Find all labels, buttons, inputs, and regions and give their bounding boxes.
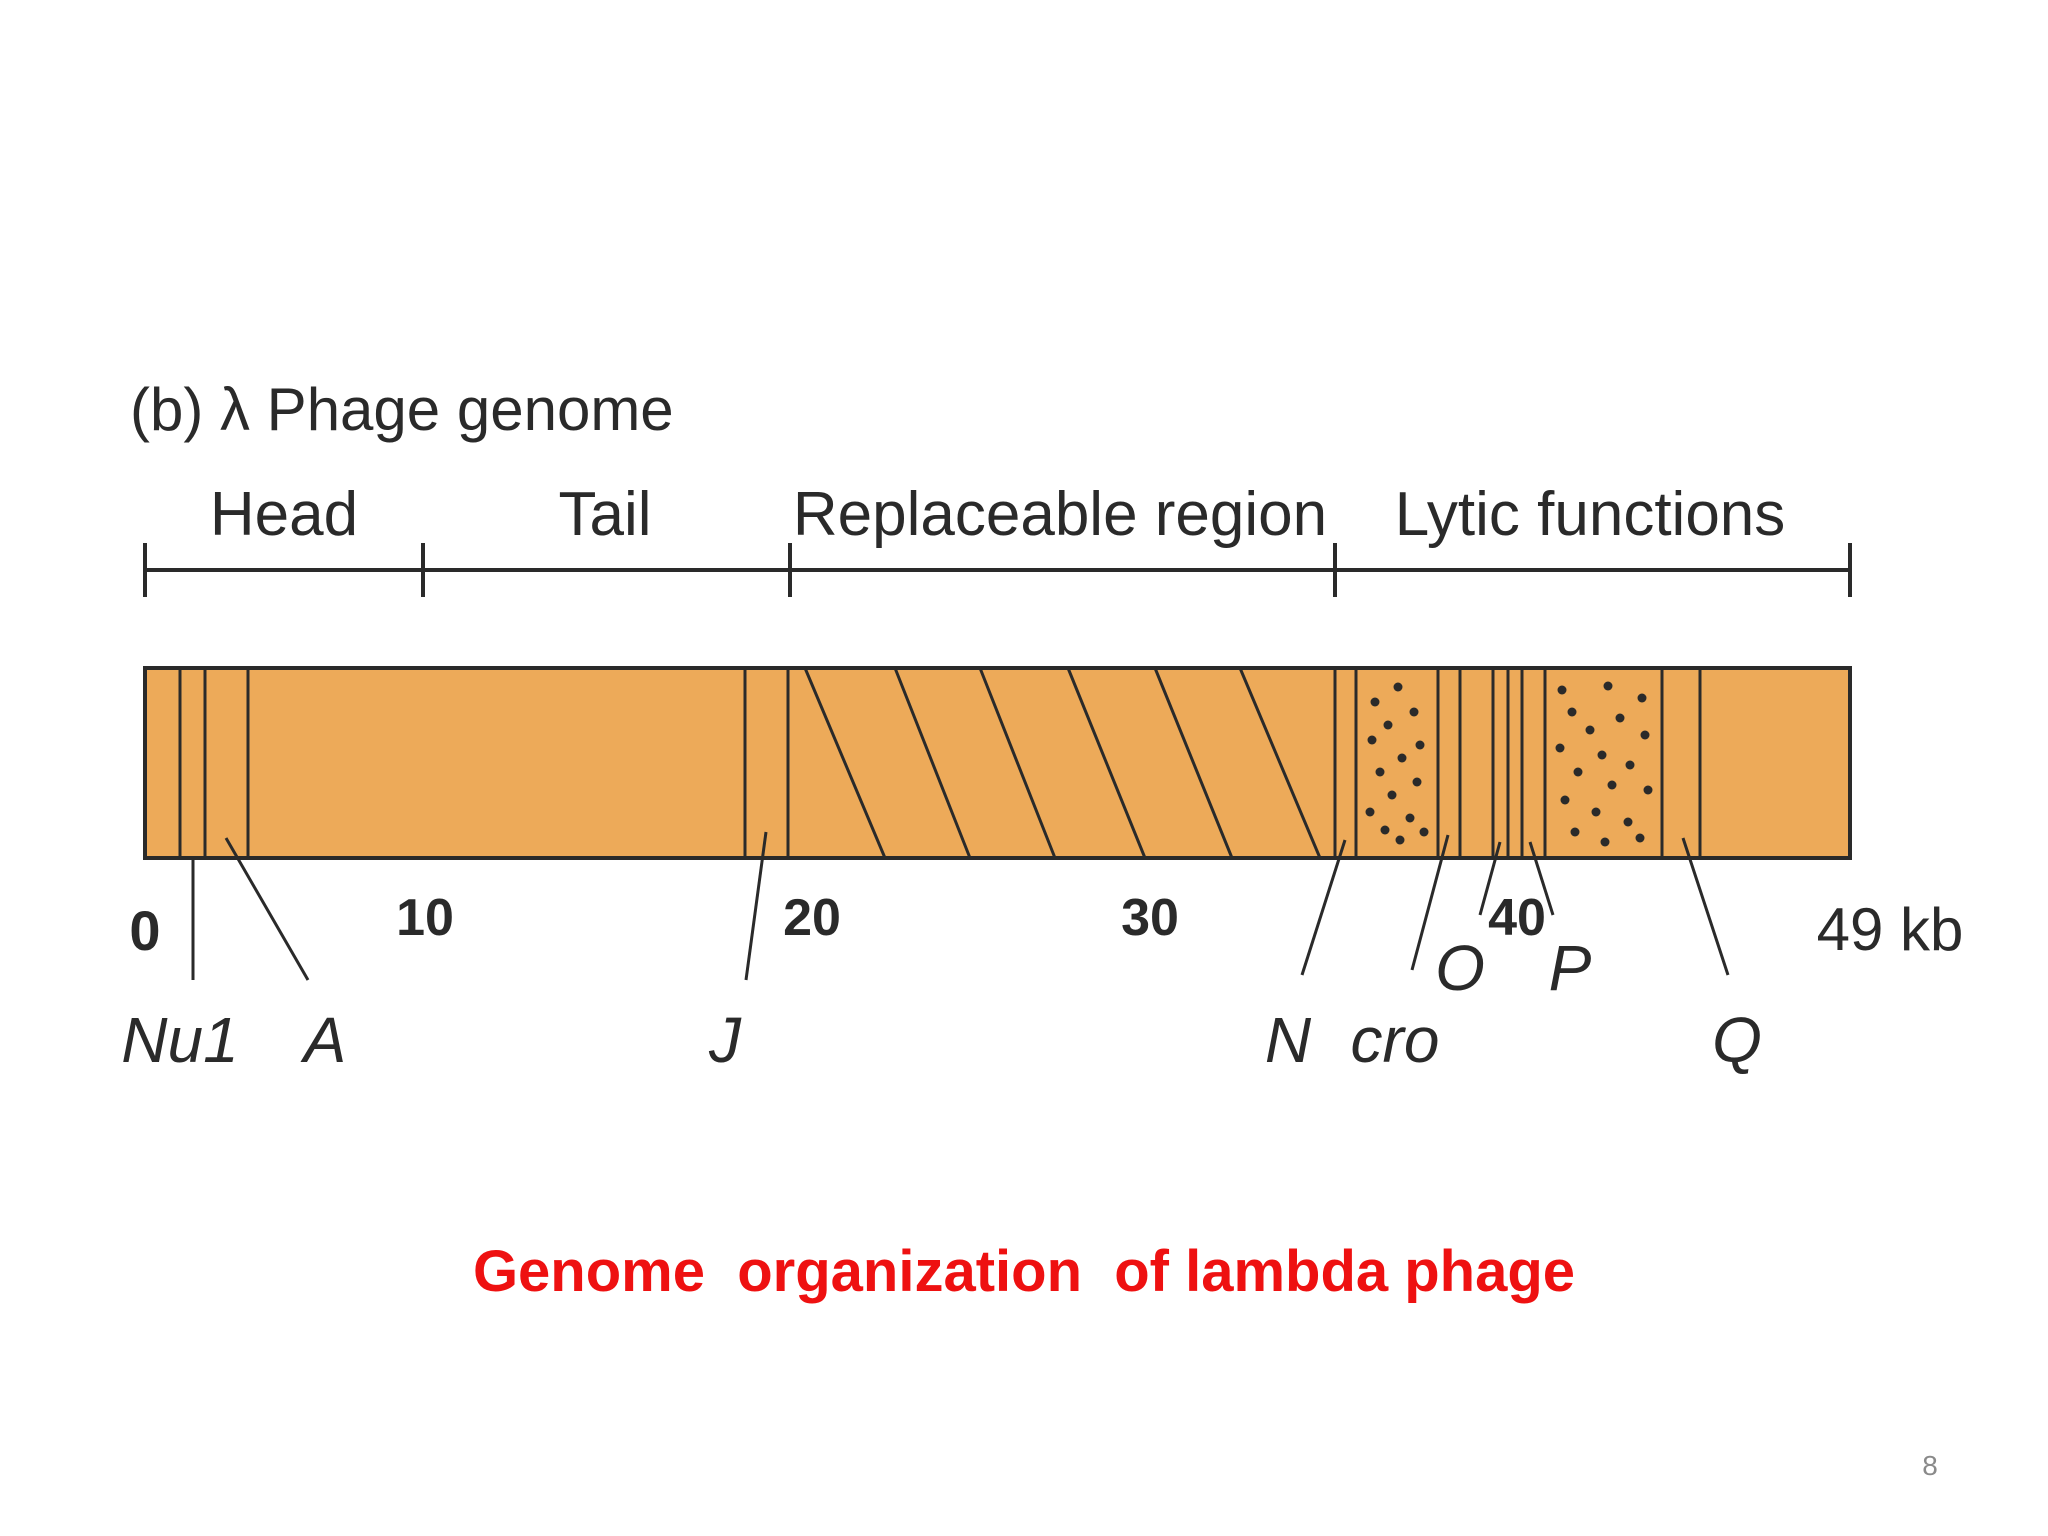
pointer-n bbox=[1300, 839, 1347, 976]
region-ruler bbox=[143, 543, 1852, 597]
hatch-line bbox=[1066, 667, 1147, 859]
tick-label-0: 0 bbox=[129, 899, 160, 962]
gene-label-nu1: Nu1 bbox=[121, 1004, 238, 1076]
pointer-p bbox=[1528, 841, 1555, 916]
stipple-block-left bbox=[1365, 682, 1429, 845]
pointer-j bbox=[744, 831, 768, 981]
gene-label-cro: cro bbox=[1351, 1004, 1440, 1076]
region-label-head: Head bbox=[210, 480, 358, 549]
gene-label-o: O bbox=[1435, 932, 1485, 1004]
genome-bar bbox=[143, 666, 1852, 860]
stipple-block-right bbox=[1555, 681, 1653, 847]
figure-title: (b) λ Phage genome bbox=[130, 376, 674, 443]
region-label-lytic: Lytic functions bbox=[1395, 480, 1786, 549]
tick-label-30: 30 bbox=[1121, 889, 1179, 947]
tick-label-10: 10 bbox=[396, 889, 454, 947]
hatch-line bbox=[1153, 667, 1234, 859]
hatch-line bbox=[1238, 667, 1322, 859]
gene-label-a: A bbox=[300, 1004, 347, 1076]
page-number: 8 bbox=[1922, 1450, 1938, 1481]
gene-label-p: P bbox=[1549, 932, 1592, 1004]
pointer-o bbox=[1478, 841, 1502, 916]
pointer-cro bbox=[1410, 834, 1450, 971]
tick-label-49kb: 49 kb bbox=[1817, 896, 1964, 963]
hatch-line bbox=[978, 667, 1057, 859]
pointer-a bbox=[224, 837, 310, 981]
region-label-replaceable: Replaceable region bbox=[793, 480, 1327, 549]
tick-label-40: 40 bbox=[1488, 889, 1546, 947]
gene-label-q: Q bbox=[1712, 1004, 1762, 1076]
replaceable-hatching bbox=[803, 667, 1322, 859]
gene-label-j: J bbox=[708, 1004, 742, 1076]
tick-label-20: 20 bbox=[783, 889, 841, 947]
gene-boundaries bbox=[178, 668, 1702, 858]
gene-pointers bbox=[191, 831, 1730, 981]
gene-label-n: N bbox=[1265, 1004, 1312, 1076]
pointer-q bbox=[1681, 837, 1730, 976]
hatch-line bbox=[803, 667, 887, 859]
slide-caption: Genome organization of lambda phage bbox=[472, 1239, 1576, 1304]
region-label-tail: Tail bbox=[558, 480, 651, 549]
hatch-line bbox=[893, 667, 972, 859]
